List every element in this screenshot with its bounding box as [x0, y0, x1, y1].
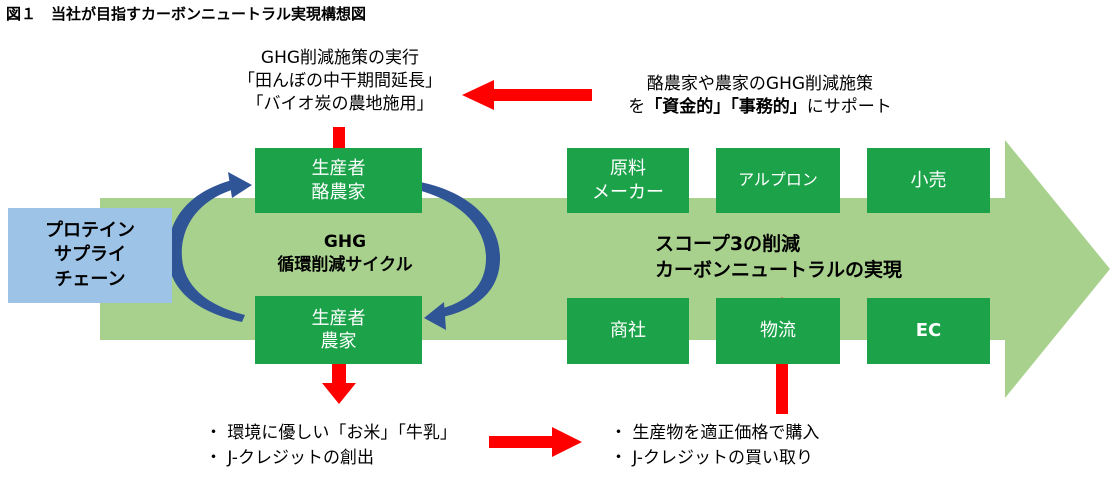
- scope-label-line1: スコープ3の削減: [655, 233, 801, 255]
- alpron-box: アルプロン: [716, 148, 840, 213]
- ghg-action-line3: 「バイオ炭の農地施用」: [246, 93, 434, 114]
- cycle-arrowhead-right-bottom: [424, 302, 446, 330]
- support-line2-prefix: を: [628, 96, 646, 117]
- raw-material-maker-label: 原料 メーカー: [592, 158, 664, 203]
- protein-supply-chain-label: プロテイン サプライ チェーン: [45, 220, 135, 290]
- bottom-left-bullets: ・ 環境に優しい「お米」「牛乳」 ・ J-クレジットの創出: [205, 421, 457, 470]
- producer-dairy-label: 生産者 酪農家: [311, 158, 366, 203]
- red-arrow-right: [489, 427, 582, 457]
- bottom-left-item: ・ J-クレジットの創出: [205, 447, 374, 468]
- producer-farmer-box: 生産者 農家: [255, 296, 422, 364]
- figure-title: 図１ 当社が目指すカーボンニュートラル実現構想図: [6, 5, 367, 23]
- red-arrow-down: [322, 363, 356, 404]
- alpron-label: アルプロン: [738, 170, 818, 190]
- ghg-action-line1: GHG削減施策の実行: [260, 48, 420, 68]
- cycle-arrowhead-left-top: [228, 172, 252, 198]
- logistics-box: 物流: [716, 298, 840, 364]
- support-line2: を「資金的」「事務的」にサポート: [600, 96, 920, 119]
- support-line2-bold: 「資金的」「事務的」: [645, 96, 807, 117]
- retail-box: 小売: [867, 148, 990, 213]
- producer-dairy-box: 生産者 酪農家: [255, 148, 422, 213]
- ec-label: EC: [915, 320, 942, 342]
- bottom-right-bullets: ・ 生産物を適正価格で購入 ・ J-クレジットの買い取り: [610, 421, 819, 470]
- cycle-arrow-left: [167, 180, 245, 322]
- ghg-action-text: GHG削減施策の実行 「田んぼの中干期間延長」 「バイオ炭の農地施用」: [190, 47, 490, 116]
- cycle-label-line2: 循環削減サイクル: [277, 254, 413, 275]
- cycle-arrow-right: [418, 182, 500, 318]
- protein-supply-chain-box: プロテイン サプライ チェーン: [8, 208, 172, 303]
- bottom-right-item: ・ 生産物を適正価格で購入: [610, 423, 820, 443]
- red-arrow-left-pointing: [462, 80, 592, 110]
- support-line2-suffix: にサポート: [806, 96, 892, 117]
- support-text: 酪農家や農家のGHG削減施策 を「資金的」「事務的」にサポート: [600, 73, 920, 119]
- scope-label: スコープ3の削減 カーボンニュートラルの実現: [655, 232, 915, 283]
- retail-label: 小売: [910, 169, 947, 191]
- bottom-right-item: ・ J-クレジットの買い取り: [610, 447, 813, 468]
- bottom-left-item: ・ 環境に優しい「お米」「牛乳」: [205, 423, 457, 443]
- trading-company-box: 商社: [567, 298, 689, 364]
- cycle-label: GHG 循環削減サイクル: [245, 231, 445, 277]
- trading-company-label: 商社: [610, 320, 646, 342]
- cycle-label-line1: GHG: [323, 232, 367, 252]
- producer-farmer-label: 生産者 農家: [311, 307, 366, 352]
- support-line1: 酪農家や農家のGHG削減施策: [646, 74, 874, 94]
- scope-label-line2: カーボンニュートラルの実現: [655, 258, 903, 281]
- logistics-label: 物流: [760, 320, 796, 342]
- ec-box: EC: [867, 298, 990, 364]
- red-connector-up: [333, 127, 345, 149]
- ghg-action-line2: 「田んぼの中干期間延長」: [238, 70, 442, 91]
- raw-material-maker-box: 原料 メーカー: [567, 148, 689, 213]
